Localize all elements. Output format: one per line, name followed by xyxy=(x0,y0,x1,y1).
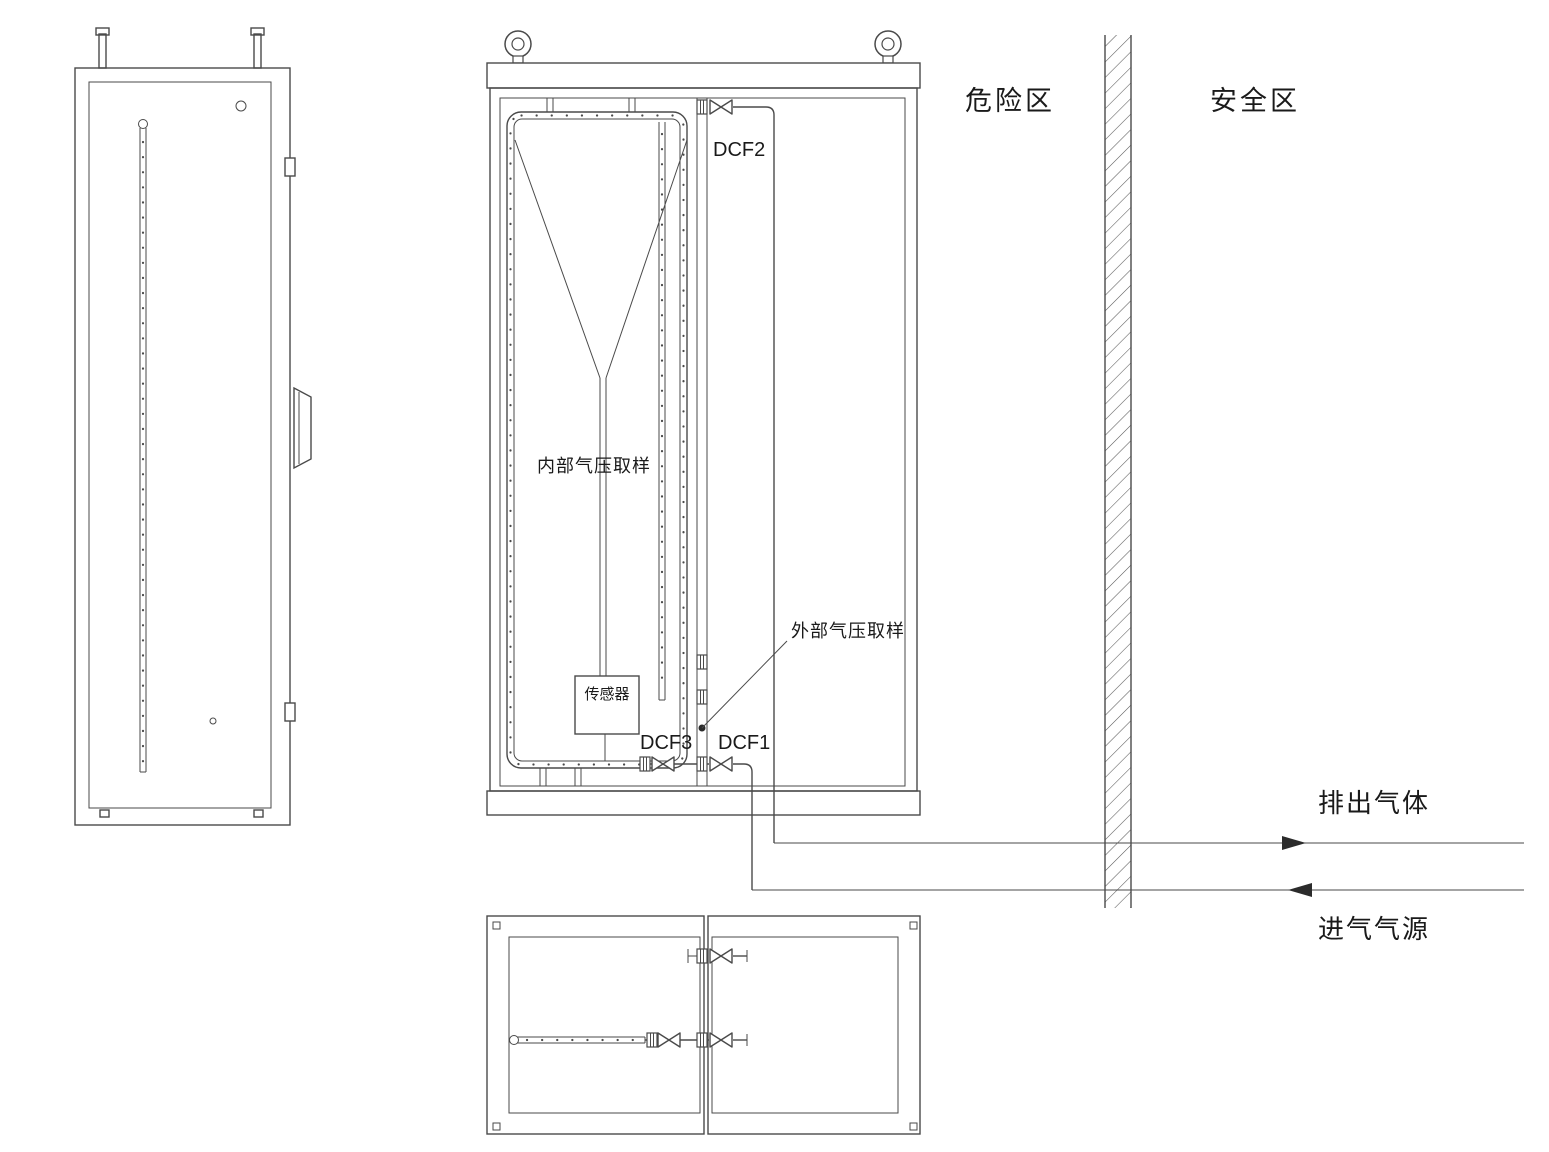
corner-mark xyxy=(492,921,501,930)
hinge-top xyxy=(284,157,296,177)
separation-wall xyxy=(1104,35,1132,908)
sensor-label: 传感器 xyxy=(584,686,629,703)
side-view-body xyxy=(74,67,291,826)
dcf3-label: DCF3 xyxy=(640,732,692,754)
leveling-bolt-right xyxy=(253,33,262,69)
dcf1-coupling xyxy=(696,756,708,772)
external-port-coupling-1 xyxy=(696,654,708,670)
top-view-upper-valve xyxy=(687,948,748,964)
side-view-perforated-tube xyxy=(138,119,148,773)
dcf3-coupling xyxy=(639,756,651,772)
cabinet-inner-frame xyxy=(499,97,906,787)
intake-line xyxy=(752,883,1524,897)
foot-left xyxy=(99,809,110,818)
front-view-cabinet: 传感器 xyxy=(486,30,921,890)
top-view-cabinet xyxy=(486,915,921,1135)
exhaust-arrow-icon xyxy=(1282,836,1306,850)
door-handle xyxy=(293,386,312,470)
lifting-eye-right-icon xyxy=(874,30,902,64)
leveling-bolt-left xyxy=(98,33,107,69)
cabinet-top-plate xyxy=(486,62,921,89)
intake-arrow-icon xyxy=(1288,883,1312,897)
top-view-right-half xyxy=(707,915,921,1135)
leader-line-external-sampling xyxy=(701,640,788,729)
internal-sampling-label: 内部气压取样 xyxy=(537,456,651,476)
dcf1-label: DCF1 xyxy=(718,732,770,754)
tube-supports-bottom xyxy=(539,768,582,786)
intake-air-label: 进气气源 xyxy=(1318,914,1430,944)
tube-hangers-top xyxy=(546,98,636,112)
internal-sampling-tube xyxy=(658,122,666,701)
dcf3-valve-icon xyxy=(651,756,675,772)
side-view-cabinet xyxy=(74,27,312,826)
external-sampling-label: 外部气压取样 xyxy=(791,621,905,641)
cabinet-body xyxy=(489,87,918,792)
sensor-box xyxy=(574,675,640,735)
perforated-loop-tube xyxy=(506,111,688,769)
corner-mark xyxy=(909,921,918,930)
hazard-zone-label: 危险区 xyxy=(965,86,1055,116)
top-pipe-assembly xyxy=(696,99,775,843)
wall-hatch xyxy=(1105,35,1131,908)
dcf2-label: DCF2 xyxy=(713,139,765,161)
external-port-coupling-2 xyxy=(696,689,708,705)
cabinet-base-plate xyxy=(486,790,921,816)
bottom-pipe-assembly xyxy=(639,756,753,890)
safe-zone-label: 安全区 xyxy=(1210,86,1300,116)
sampling-funnel xyxy=(514,139,688,676)
dcf1-valve-icon xyxy=(709,756,733,772)
corner-mark xyxy=(909,1122,918,1131)
exhaust-gas-label: 排出气体 xyxy=(1318,788,1430,818)
dcf2-valve-icon xyxy=(709,99,733,115)
top-view-left-half xyxy=(486,915,705,1135)
side-view-door-panel xyxy=(88,81,272,809)
door-knob xyxy=(235,100,247,112)
foot-right xyxy=(253,809,264,818)
top-view-tube-assembly xyxy=(509,1032,748,1048)
lifting-eye-left-icon xyxy=(504,30,532,64)
dcf2-coupling xyxy=(696,99,708,115)
corner-mark xyxy=(492,1122,501,1131)
exhaust-line xyxy=(774,836,1524,850)
hinge-bottom xyxy=(284,702,296,722)
